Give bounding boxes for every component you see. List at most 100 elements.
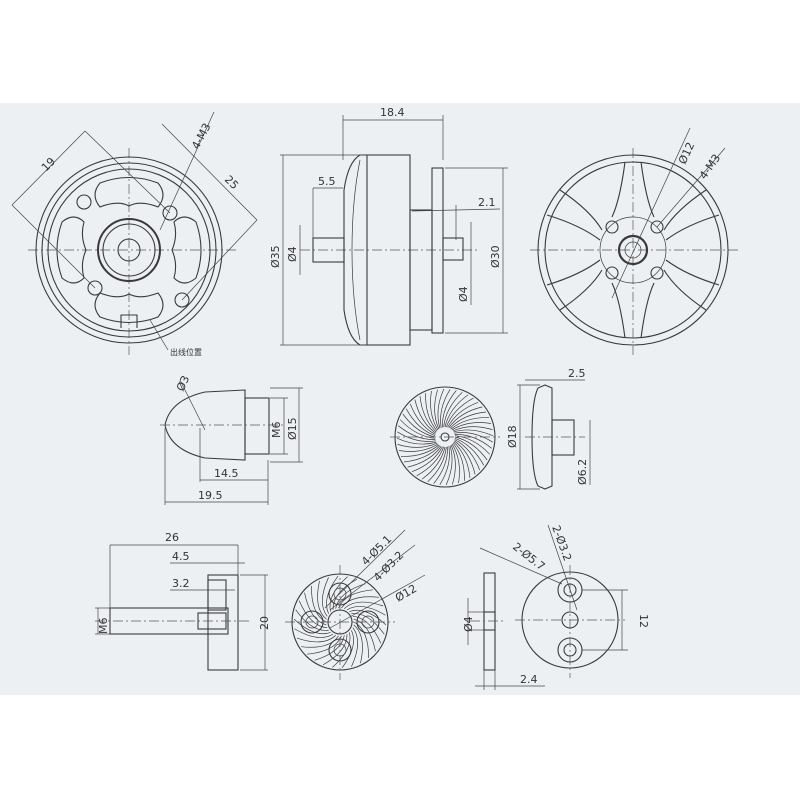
washer-ray: [440, 389, 451, 428]
washer-ray: [411, 446, 443, 473]
washer-ray: [454, 439, 481, 471]
dim-d35: Ø35: [269, 245, 282, 268]
washer-ray: [434, 389, 440, 430]
washer-side: Ø18 2.5 Ø6.2: [506, 367, 591, 490]
wire-exit: [120, 314, 138, 328]
dim-d3: Ø3: [174, 374, 192, 394]
disk-swirl: [332, 632, 351, 668]
disk-swirl: [353, 618, 376, 652]
washer-ray: [403, 445, 441, 463]
dim-d18: Ø18: [506, 425, 519, 448]
washer-ray: [414, 399, 436, 434]
washer-ray: [454, 440, 476, 475]
washer-ray: [397, 431, 436, 442]
dim-2-1: 2.1: [478, 196, 496, 209]
washer-ray: [427, 446, 447, 483]
shaft-right: [442, 237, 464, 261]
prop-adapter: 26 4.5 3.2 20 M6: [95, 531, 271, 671]
washer-ray: [398, 443, 439, 452]
washer-ray: [409, 403, 436, 435]
washer-ray: [452, 442, 465, 481]
washer-ray: [430, 390, 439, 431]
plate-side: Ø4 2.4: [462, 572, 545, 690]
disk-swirl: [332, 578, 358, 610]
dim-19-5: 19.5: [198, 489, 223, 502]
vent-right: [171, 216, 202, 284]
dim-m6-adapter: M6: [97, 618, 110, 635]
disk-swirl: [322, 577, 329, 617]
dim-18-4: 18.4: [380, 106, 405, 119]
washer-ray: [445, 397, 474, 428]
disk-swirl: [304, 592, 327, 626]
washer-ray: [454, 434, 492, 449]
washer-ray: [449, 411, 487, 429]
disk-swirl: [311, 585, 327, 623]
side-view: 18.4 Ø35 Ø4 5.5 2.1 Ø30 Ø4: [269, 106, 508, 346]
washer-ray: [421, 446, 446, 480]
dim-d4-left: Ø4: [286, 246, 299, 262]
washer-ray: [454, 435, 491, 455]
vent-left: [56, 216, 87, 284]
washer-ray: [399, 419, 436, 439]
dim-d6-2: Ø6.2: [576, 459, 589, 485]
disk-swirl: [353, 621, 369, 659]
washer-ray: [444, 394, 469, 428]
disk-swirl: [341, 630, 354, 669]
washer-ray: [454, 437, 485, 466]
washer-ray: [405, 408, 436, 437]
disk-swirl: [351, 613, 385, 635]
washer-ray: [397, 442, 438, 448]
drawing-background: [0, 103, 800, 695]
washer-ray: [453, 441, 471, 479]
washer-ray: [442, 390, 457, 428]
washer-ray: [398, 425, 436, 440]
washer-ray: [450, 417, 489, 430]
dim-d4-plate: Ø4: [462, 616, 475, 632]
dim-20: 20: [258, 616, 271, 630]
washer-front: [390, 386, 500, 488]
dim-5-5: 5.5: [318, 175, 336, 188]
washer-ray: [451, 443, 460, 484]
washer-ray: [407, 446, 442, 468]
washer-ray: [448, 406, 483, 428]
washer-ray: [437, 388, 445, 429]
dim-d30: Ø30: [489, 245, 502, 268]
disk-swirl: [294, 628, 334, 638]
disk-swirl: [322, 634, 348, 666]
disk-swirl: [351, 627, 358, 667]
prop-nut: Ø3 M6 Ø15 14.5 19.5: [160, 374, 303, 505]
washer-ray: [445, 445, 453, 486]
dim-d4-right: Ø4: [457, 286, 470, 302]
washer-ray: [453, 429, 494, 437]
washer-ray: [433, 446, 448, 484]
washer-ray: [452, 426, 493, 432]
shaft-left: [312, 237, 345, 263]
washer-ray: [450, 444, 456, 485]
washer-ray: [419, 395, 437, 433]
wire-exit-note: 出线位置: [170, 347, 202, 357]
dim-m6-nut: M6: [270, 422, 283, 439]
washer-ray: [439, 446, 450, 485]
dim-12: 12: [637, 614, 650, 628]
dim-4-5: 4.5: [172, 550, 190, 563]
disk-swirl: [344, 601, 384, 609]
dim-2-5: 2.5: [568, 367, 586, 380]
disk-swirl: [295, 609, 329, 631]
dim-3-2: 3.2: [172, 577, 190, 590]
washer-ray: [451, 422, 492, 431]
washer-ray: [416, 446, 445, 477]
vent-bottom: [94, 292, 164, 324]
dim-14-5: 14.5: [214, 467, 239, 480]
disk-swirl: [293, 618, 331, 635]
disk-swirl: [317, 580, 327, 620]
washer-ray: [402, 413, 436, 438]
dim-2-4: 2.4: [520, 673, 538, 686]
washer-ray: [454, 432, 493, 443]
disk-swirl: [346, 606, 386, 616]
disk-swirl: [341, 596, 379, 609]
vent-top: [94, 176, 164, 208]
disk-swirl: [301, 635, 339, 648]
disk-swirl: [353, 624, 363, 664]
washer-ray: [454, 436, 488, 461]
